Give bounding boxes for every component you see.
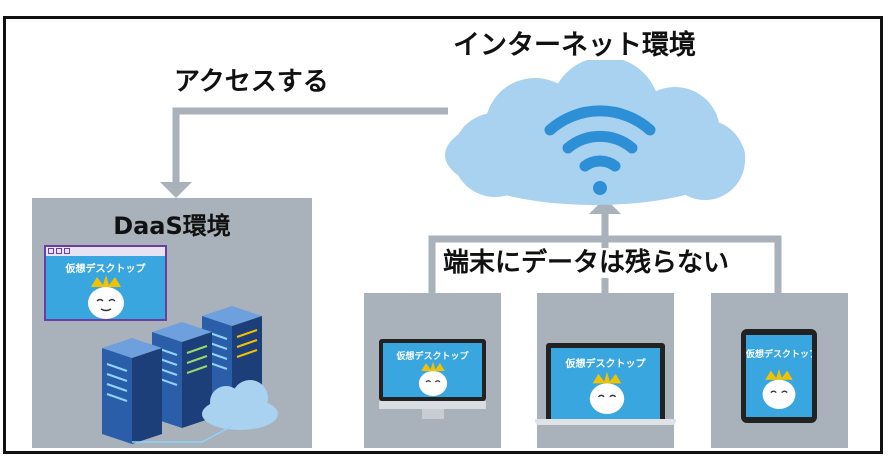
- device-panel-desktop: 仮想デスクトップ: [364, 293, 501, 448]
- virtual-desktop-caption: 仮想デスクトップ: [565, 359, 646, 370]
- monitor-bezel: 仮想デスクトップ: [379, 339, 486, 401]
- window-close-icon: [48, 248, 54, 254]
- monitor-stand: [422, 409, 444, 419]
- laptop-base: [535, 419, 676, 425]
- device-panel-tablet: 仮想デスクトップ: [711, 293, 848, 448]
- mascot-icon: [418, 361, 448, 396]
- small-cloud-icon: [202, 380, 278, 430]
- mascot-icon: [589, 371, 625, 414]
- server-rack-icon: [102, 306, 278, 444]
- window-minimize-icon: [56, 248, 62, 254]
- virtual-desktop-caption: 仮想デスクトップ: [746, 350, 812, 360]
- daas-environment-title: DaaS環境: [113, 212, 231, 240]
- mascot-icon: [762, 368, 796, 409]
- access-label: アクセスする: [174, 67, 329, 97]
- window-titlebar: [46, 247, 165, 256]
- daas-environment-panel: DaaS環境 仮想デスクトップ: [32, 198, 312, 448]
- virtual-desktop-caption: 仮想デスクトップ: [65, 264, 146, 275]
- internet-environment-label: インターネット環境: [453, 30, 696, 61]
- virtual-desktop-caption: 仮想デスクトップ: [396, 352, 469, 362]
- monitor-chin: [379, 401, 486, 409]
- laptop-bezel: 仮想デスクトップ: [546, 343, 665, 419]
- tablet-bezel: 仮想デスクトップ: [741, 329, 817, 423]
- cloud-icon: [445, 60, 745, 205]
- no-data-remains-label: 端末にデータは残らない: [437, 248, 736, 278]
- virtual-desktop-window: 仮想デスクトップ: [44, 245, 167, 321]
- tablet-screen: 仮想デスクトップ: [746, 335, 812, 417]
- server-unit: [102, 338, 162, 444]
- wifi-icon: [544, 105, 656, 172]
- mascot-icon: [88, 275, 124, 319]
- window-maximize-icon: [64, 248, 70, 254]
- laptop-screen: 仮想デスクトップ: [551, 348, 660, 419]
- device-panel-laptop: 仮想デスクトップ: [535, 293, 676, 448]
- monitor-screen: 仮想デスクトップ: [383, 343, 482, 397]
